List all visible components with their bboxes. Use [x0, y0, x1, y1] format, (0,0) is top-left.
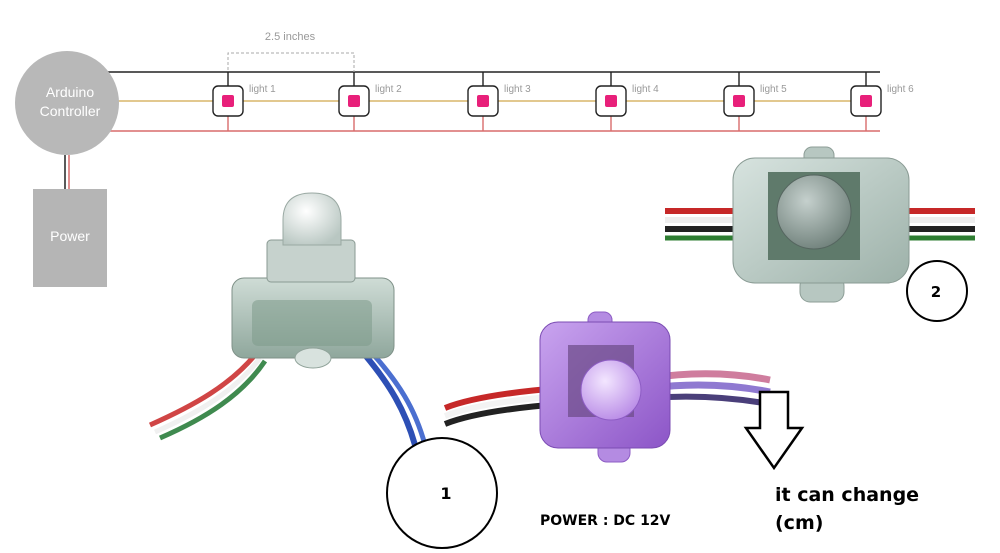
- cable-left: [148, 353, 257, 428]
- power-label: Power: [50, 228, 90, 244]
- light-node-6: light 6: [850, 72, 914, 131]
- light-node-2: light 2: [338, 72, 402, 131]
- down-arrow-icon: [743, 390, 805, 471]
- controller-label-2: Controller: [40, 103, 101, 119]
- module-1-dome: [282, 192, 342, 246]
- spacing-label: 2.5 inches: [265, 31, 316, 43]
- light-label: light 2: [375, 84, 402, 95]
- light-node-1: light 1: [212, 72, 276, 131]
- callout-1-circle: [386, 437, 498, 549]
- module-photo-1: [148, 192, 428, 446]
- led-icon: [860, 95, 872, 107]
- lights-group: light 1 light 2 light 3 light 4 light 5 light…: [212, 72, 914, 131]
- controller-label-1: Arduino: [46, 84, 94, 100]
- led-icon: [733, 95, 745, 107]
- module-2-dome: [776, 174, 852, 250]
- light-node-4: light 4: [595, 72, 659, 131]
- module-photo-3: [443, 311, 771, 463]
- callout-2-number: 2: [931, 283, 941, 301]
- light-label: light 1: [249, 84, 276, 95]
- power-spec-text: POWER : DC 12V: [540, 513, 671, 529]
- light-node-3: light 3: [467, 72, 531, 131]
- wiring-diagram: Arduino Controller Power 2.5 inches ligh…: [15, 31, 914, 287]
- change-text-line2: (cm): [775, 512, 823, 534]
- module-1-nut: [266, 239, 356, 283]
- light-label: light 6: [887, 84, 914, 95]
- led-icon: [222, 95, 234, 107]
- callout-2: 2: [906, 260, 968, 322]
- callout-1: 1: [386, 437, 498, 549]
- light-node-5: light 5: [723, 72, 787, 131]
- change-text-line1: it can change: [775, 484, 919, 506]
- callout-2-circle: [906, 260, 968, 322]
- cable-right: [362, 353, 418, 446]
- spacing-bracket: [227, 52, 355, 80]
- led-icon: [477, 95, 489, 107]
- power-box: [33, 189, 107, 287]
- callout-1-number: 1: [440, 484, 451, 503]
- led-icon: [348, 95, 360, 107]
- light-label: light 5: [760, 84, 787, 95]
- module-3-dome: [580, 359, 642, 421]
- module-photo-2: [665, 146, 975, 303]
- light-label: light 4: [632, 84, 659, 95]
- led-icon: [605, 95, 617, 107]
- light-label: light 3: [504, 84, 531, 95]
- controller-circle: [15, 51, 119, 155]
